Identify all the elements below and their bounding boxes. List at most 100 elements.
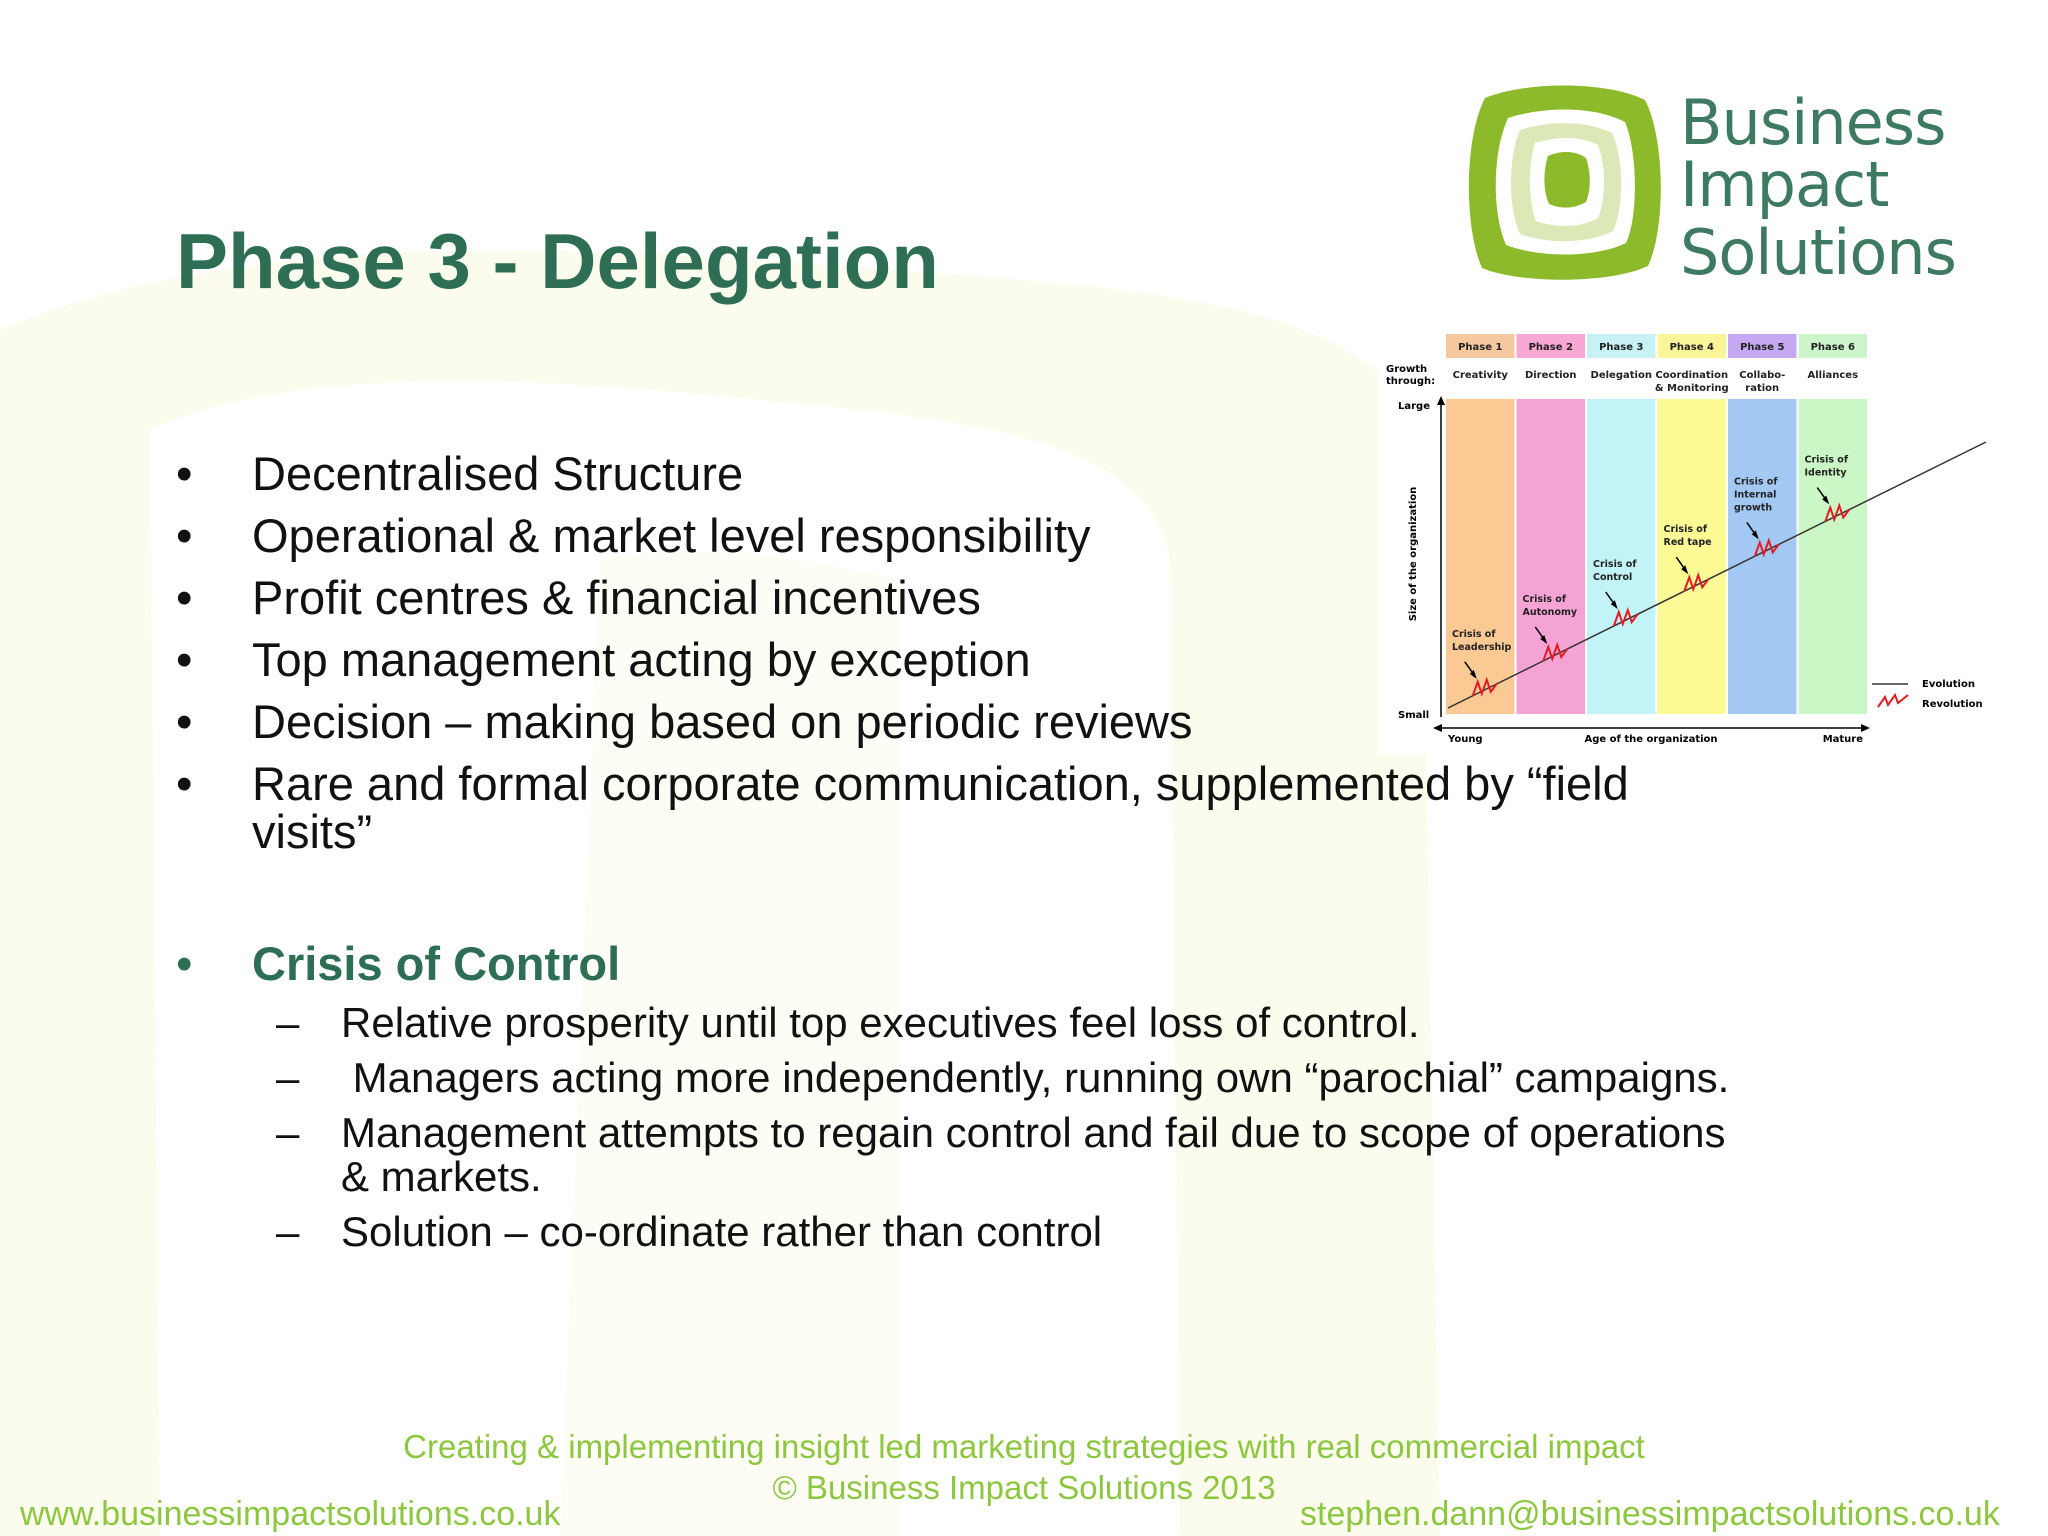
crisis-label: Crisis of — [1734, 476, 1778, 487]
revolution-zigzag — [1753, 537, 1780, 558]
bullet-text: Profit centres & financial incentives — [252, 571, 981, 624]
bullet-text: Decentralised Structure — [252, 447, 744, 500]
revolution-zigzag — [1612, 607, 1639, 628]
growth-stage-label: & Monitoring — [1655, 383, 1729, 394]
crisis-label: Crisis of — [1523, 594, 1567, 605]
bullet-text: Top management acting by exception — [252, 633, 1031, 686]
bullet-text: Operational & market level responsibilit… — [252, 509, 1091, 562]
phase-column — [1587, 399, 1656, 714]
bullet-text: Decision – making based on periodic revi… — [252, 695, 1193, 748]
page-title: Phase 3 - Delegation — [176, 217, 939, 305]
revolution-zigzag — [1471, 676, 1498, 697]
sub-bullet-text: & markets. — [341, 1153, 542, 1200]
growth-stage-label: Coordination — [1655, 370, 1728, 381]
crisis-label: Internal — [1734, 489, 1776, 500]
revolution-zigzag — [1542, 641, 1569, 663]
growth-stage-label: Collabo- — [1739, 370, 1785, 381]
crisis-arrow-head — [1751, 530, 1759, 540]
crisis-label: Leadership — [1452, 642, 1512, 653]
growth-phases-diagram: Phase 1 Creativity Phase 2 Direction Phase 3… — [1378, 324, 1988, 754]
evolution-line-segment — [1447, 441, 1987, 709]
phase-column — [1728, 399, 1797, 714]
y-axis-bottom-label: Small — [1398, 710, 1429, 721]
bullet-icon: • — [176, 937, 193, 990]
diagram-axes — [1433, 396, 1870, 732]
bullet-icon: • — [176, 571, 193, 624]
footer-copyright: © Business Impact Solutions 2013 — [772, 1469, 1276, 1506]
growth-label: Growth — [1386, 364, 1427, 375]
footer-tagline: Creating & implementing insight led mark… — [403, 1428, 1645, 1465]
phase-column — [1516, 399, 1585, 714]
crisis-label: Red tape — [1664, 537, 1712, 548]
bullet-icon: • — [176, 757, 193, 810]
crisis-label: Crisis of — [1664, 524, 1708, 535]
crisis-arrow-head — [1822, 495, 1830, 505]
crisis-label: Identity — [1805, 468, 1848, 479]
phase-header — [1516, 334, 1585, 358]
footer-email-link[interactable]: stephen.dann@businessimpactsolutions.co.… — [1300, 1495, 2000, 1533]
dash-icon: – — [276, 999, 300, 1046]
bullet-icon: • — [176, 509, 193, 562]
sub-bullet-text: Management attempts to regain control an… — [341, 1109, 1726, 1156]
logo-text-business: Business — [1680, 86, 1946, 159]
x-axis-right-label: Mature — [1823, 734, 1864, 745]
dash-icon: – — [276, 1054, 300, 1101]
phase-label: Phase 1 — [1458, 342, 1502, 353]
revolution-legend-icon — [1877, 692, 1909, 708]
phase-label: Phase 2 — [1529, 342, 1573, 353]
phase-column — [1798, 399, 1867, 714]
sub-bullet-text: Managers acting more independently, runn… — [341, 1054, 1730, 1101]
growth-stage-label: Alliances — [1807, 370, 1858, 381]
revolution-zigzag — [1824, 502, 1851, 523]
bullet-icon: • — [176, 447, 193, 500]
phase-label: Phase 6 — [1811, 342, 1855, 353]
revolution-zigzag — [1683, 572, 1710, 593]
x-axis-left-label: Young — [1447, 734, 1483, 745]
growth-stage-label: ration — [1745, 383, 1779, 394]
crisis-arrow-head — [1469, 669, 1477, 679]
phase-column — [1446, 399, 1515, 714]
y-axis-top-label: Large — [1398, 401, 1430, 412]
phase-header — [1728, 334, 1797, 358]
bullet-text: visits” — [252, 805, 373, 858]
phase-header — [1657, 334, 1726, 358]
crisis-arrow-head — [1610, 600, 1618, 610]
crisis-label: Autonomy — [1523, 607, 1578, 618]
bullet-text: Rare and formal corporate communication,… — [252, 757, 1629, 810]
phase-column — [1657, 399, 1726, 714]
growth-stage-label: Delegation — [1591, 370, 1652, 381]
phase-header — [1798, 334, 1867, 358]
crisis-arrow-head — [1681, 565, 1689, 575]
phase-label: Phase 5 — [1740, 342, 1784, 353]
footer-website-link[interactable]: www.businessimpactsolutions.co.uk — [20, 1495, 561, 1533]
diagram-legend: Evolution Revolution — [1872, 679, 1983, 710]
revolution-legend-label: Revolution — [1922, 699, 1983, 710]
dash-icon: – — [276, 1109, 300, 1156]
sub-bullet-text: Relative prosperity until top executives… — [341, 999, 1420, 1046]
bullet-icon: • — [176, 695, 193, 748]
evolution-legend-label: Evolution — [1922, 679, 1975, 690]
sub-bullet-text: Solution – co-ordinate rather than contr… — [341, 1208, 1103, 1255]
growth-stage-label: Creativity — [1453, 370, 1509, 381]
crisis-label: growth — [1734, 502, 1772, 513]
phase-label: Phase 4 — [1670, 342, 1714, 353]
logo-text-impact: Impact — [1680, 148, 1889, 221]
y-axis-label: Size of the organization — [1408, 487, 1419, 622]
dash-icon: – — [276, 1208, 300, 1255]
logo-icon — [1468, 85, 1661, 280]
logo-text-solutions: Solutions — [1680, 216, 1957, 289]
growth-stage-label: Direction — [1525, 370, 1577, 381]
crisis-arrow-head — [1540, 634, 1548, 644]
phase-header — [1587, 334, 1656, 358]
growth-label: through: — [1386, 376, 1435, 387]
crisis-label: Crisis of — [1452, 629, 1496, 640]
bullet-icon: • — [176, 633, 193, 686]
crisis-heading-text: Crisis of Control — [252, 937, 621, 990]
crisis-label: Crisis of — [1593, 559, 1637, 570]
crisis-label: Control — [1593, 572, 1632, 583]
x-axis-label: Age of the organization — [1584, 734, 1717, 745]
phase-label: Phase 3 — [1599, 342, 1643, 353]
crisis-label: Crisis of — [1805, 455, 1849, 466]
